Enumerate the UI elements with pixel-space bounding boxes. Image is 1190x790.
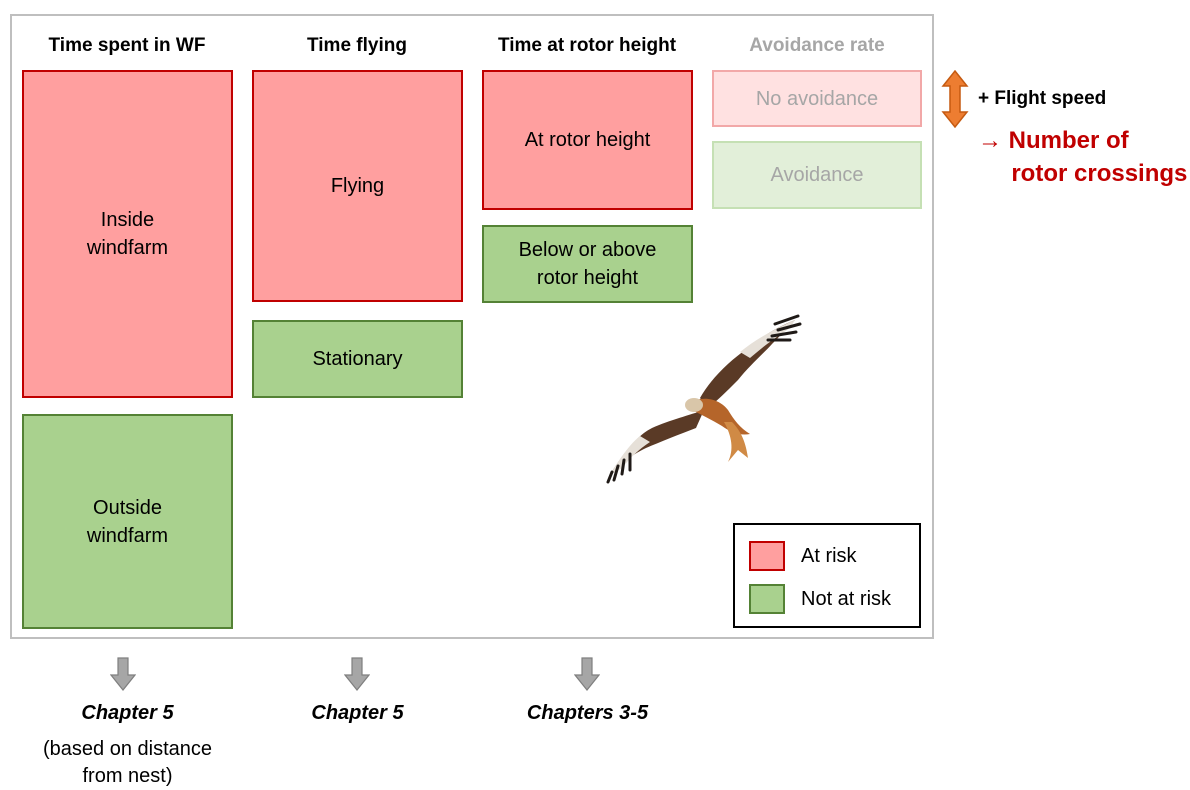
red-kite-bird-image: [606, 314, 802, 484]
header-time-flying: Time flying: [307, 35, 407, 56]
down-arrow-icon: [574, 657, 600, 691]
down-arrow-icon: [344, 657, 370, 691]
header-time-rotor-height: Time at rotor height: [497, 35, 677, 56]
box-inside-windfarm: Inside windfarm: [22, 70, 233, 398]
rotor-crossings-result: → Number of rotor crossings: [978, 127, 1188, 187]
header-avoidance-rate: Avoidance rate: [749, 35, 885, 56]
chapter-note-col1: (based on distance from nest): [42, 738, 212, 787]
box-stationary: Stationary: [252, 320, 463, 398]
down-arrow-icon: [110, 657, 136, 691]
box-avoidance: Avoidance: [712, 141, 922, 209]
not-at-risk-swatch: [749, 584, 785, 614]
chapter-label-col1: Chapter 5: [81, 702, 174, 724]
legend-label-at-risk: At risk: [801, 544, 857, 567]
double-arrow-icon: [941, 70, 969, 128]
box-at-rotor-height: At rotor height: [482, 70, 693, 210]
box-below-above-rotor: Below or above rotor height: [482, 225, 693, 303]
legend: At risk Not at risk: [733, 523, 921, 628]
box-no-avoidance: No avoidance: [712, 70, 922, 127]
legend-item-not-at-risk: Not at risk: [749, 583, 891, 615]
legend-label-not-at-risk: Not at risk: [801, 587, 892, 610]
legend-item-at-risk: At risk: [749, 540, 857, 572]
box-outside-windfarm: Outside windfarm: [22, 414, 233, 629]
chapter-label-col3: Chapters 3-5: [526, 702, 649, 724]
box-flying: Flying: [252, 70, 463, 302]
header-time-in-wf: Time spent in WF: [48, 35, 206, 56]
chapter-label-col2: Chapter 5: [311, 702, 404, 724]
at-risk-swatch: [749, 541, 785, 571]
diagram-frame: [10, 14, 934, 639]
flight-speed-label: + Flight speed: [978, 88, 1107, 109]
